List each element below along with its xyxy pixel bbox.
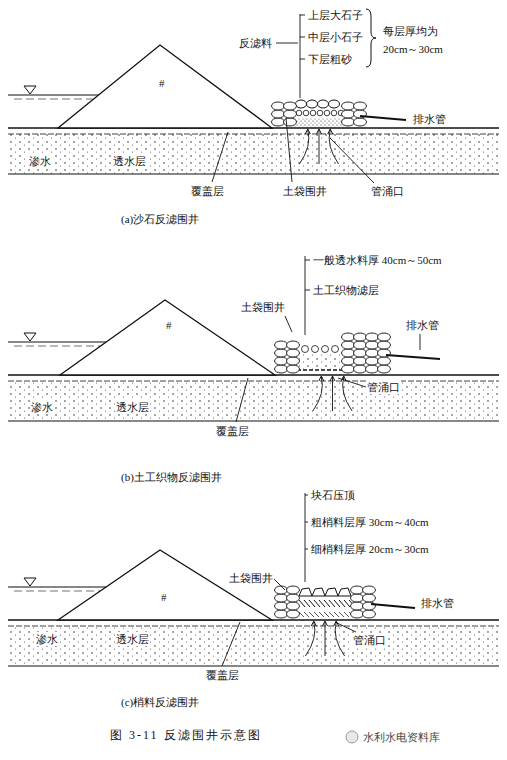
part-label: 每层厚均为 [382,24,439,38]
part-label: 透水层 [115,400,150,414]
part-label: # [158,76,166,90]
part-label: 块石压顶 [310,488,356,502]
part-label: 排水管 [405,318,440,332]
part-label: 上层大石子 [307,8,364,22]
part-label: 管涌口 [366,380,401,394]
part-label: 管涌口 [352,633,387,647]
part-label: 反滤料 [238,36,273,50]
leader-lines [212,14,420,666]
part-label: 渗水 [30,400,54,414]
part-label: 覆盖层 [190,184,225,198]
brace [366,9,376,67]
watermark-icon [346,731,358,743]
part-label: 土袋围井 [282,184,328,198]
part-label: 排水管 [420,596,455,610]
panel-drawing [8,550,500,666]
part-label: 渗水 [35,632,59,646]
part-label: (c)梢料反滤围井 [120,695,200,709]
panel-drawing [8,45,500,174]
part-label: 20cm～30cm [382,42,444,56]
part-label: 下层粗砂 [307,52,353,66]
part-label: (a)沙石反滤围井 [120,212,200,226]
part-label: 透水层 [112,154,147,168]
panel-drawing [8,300,500,421]
part-label: (b)土工织物反滤围井 [120,470,223,484]
part-label: 土袋围井 [228,571,274,585]
part-label: 土袋围井 [240,300,286,314]
part-label: 中层小石子 [307,30,364,44]
part-label: 土工织物滤层 [312,283,380,297]
part-label: 覆盖层 [215,424,250,438]
part-label: 细梢料层厚 20cm～30cm [310,542,430,556]
part-label: # [165,318,173,332]
part-label: 渗水 [28,154,52,168]
part-label: 透水层 [115,632,150,646]
part-label: 管涌口 [370,184,405,198]
watermark: 水利水电资料库 [362,730,441,744]
part-label: # [160,590,168,604]
part-label: 排水管 [412,112,447,126]
part-label: 覆盖层 [205,668,240,682]
figure-caption: 图 3-11 反滤围井示意图 [110,728,262,743]
part-label: 粗梢料层厚 30cm～40cm [310,515,430,529]
part-label: 一般透水料厚 40cm～50cm [312,253,443,267]
